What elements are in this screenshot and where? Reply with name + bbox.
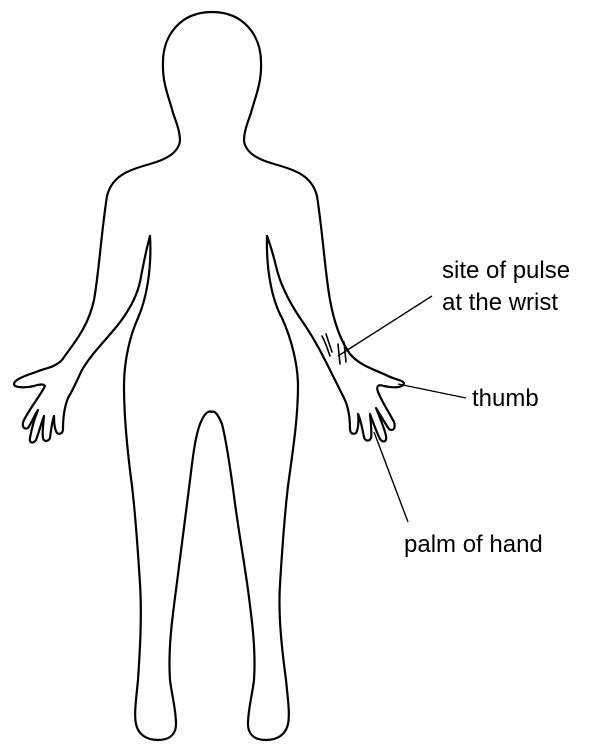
palm-leader-line xyxy=(374,432,408,522)
pulse-site-mark xyxy=(338,344,340,364)
left-arm-outline xyxy=(14,196,150,442)
left-torso-leg-outline xyxy=(124,236,212,740)
pulse-leader-line xyxy=(338,296,432,356)
palm-label: palm of hand xyxy=(404,531,543,558)
pulse-label-line1: site of pulse xyxy=(442,257,570,284)
thumb-label: thumb xyxy=(472,385,539,412)
head-outline-right xyxy=(212,12,317,196)
pulse-site-mark xyxy=(322,336,330,356)
right-torso-leg-outline xyxy=(212,236,298,740)
head-outline xyxy=(107,12,212,196)
thumb-leader-line xyxy=(398,384,466,398)
right-arm-outline xyxy=(267,196,404,441)
pulse-label-line2: at the wrist xyxy=(442,289,558,316)
